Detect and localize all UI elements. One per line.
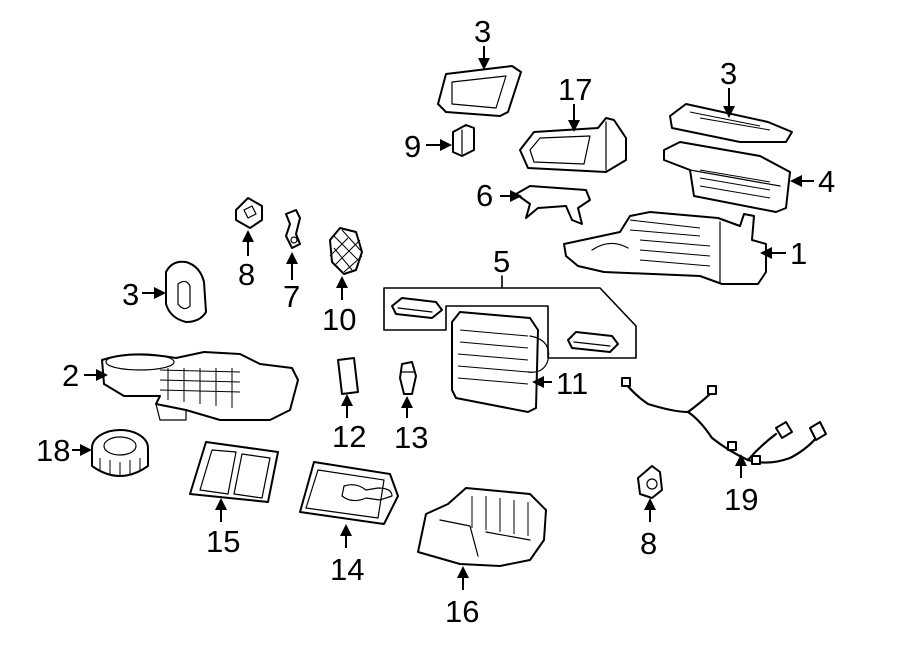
- svg-text:13: 13: [394, 420, 428, 455]
- part-18-blower-motor[interactable]: [91, 429, 149, 477]
- callout-10: 10: [322, 276, 356, 337]
- part-8-actuator-top[interactable]: [235, 197, 263, 229]
- svg-text:18: 18: [36, 433, 70, 468]
- svg-text:4: 4: [818, 164, 835, 199]
- callout-12: 12: [332, 394, 366, 454]
- part-10-screen[interactable]: [329, 227, 363, 275]
- callout-11: 11: [532, 366, 588, 401]
- svg-text:3: 3: [122, 277, 139, 312]
- svg-text:9: 9: [404, 129, 421, 164]
- part-3-cover-right[interactable]: [669, 103, 793, 143]
- part-5-bracket-box: [383, 287, 637, 359]
- svg-text:14: 14: [330, 552, 364, 587]
- callout-3-left: 3: [122, 277, 166, 312]
- svg-text:7: 7: [283, 279, 300, 314]
- callout-9: 9: [404, 129, 452, 164]
- svg-text:1: 1: [790, 236, 807, 271]
- part-5-seal-right[interactable]: [567, 331, 619, 353]
- part-6-bracket[interactable]: [515, 185, 591, 225]
- part-16-lower-case[interactable]: [417, 487, 547, 567]
- svg-text:15: 15: [206, 524, 240, 559]
- callout-8-top: 8: [238, 230, 255, 292]
- callout-18: 18: [36, 433, 92, 468]
- callout-1: 1: [760, 236, 807, 271]
- part-3-seal-left[interactable]: [165, 260, 207, 323]
- part-7-lever[interactable]: [285, 209, 301, 249]
- callout-4: 4: [790, 164, 835, 199]
- part-1-console-duct[interactable]: [563, 211, 767, 285]
- callout-19: 19: [724, 454, 758, 517]
- callout-16: 16: [445, 566, 479, 629]
- callout-6: 6: [476, 178, 522, 213]
- part-12-sensor[interactable]: [337, 357, 359, 395]
- svg-text:8: 8: [640, 526, 657, 561]
- part-17-duct[interactable]: [519, 117, 627, 173]
- svg-text:6: 6: [476, 178, 493, 213]
- svg-text:16: 16: [445, 594, 479, 629]
- svg-text:19: 19: [724, 482, 758, 517]
- part-13-sensor[interactable]: [399, 361, 417, 395]
- svg-text:5: 5: [493, 244, 510, 279]
- callout-3-top: 3: [474, 14, 491, 70]
- callout-2: 2: [62, 358, 108, 393]
- svg-text:11: 11: [556, 366, 588, 401]
- part-5-seal-left[interactable]: [391, 297, 443, 319]
- callout-15: 15: [206, 498, 240, 559]
- svg-text:10: 10: [322, 302, 356, 337]
- svg-text:3: 3: [720, 56, 737, 91]
- part-9-clip[interactable]: [452, 124, 475, 157]
- part-8-actuator-bottom[interactable]: [637, 465, 663, 499]
- svg-text:2: 2: [62, 358, 79, 393]
- callout-8-bottom: 8: [640, 498, 657, 561]
- callout-3-right: 3: [720, 56, 737, 118]
- svg-text:17: 17: [558, 72, 592, 107]
- callout-14: 14: [330, 524, 364, 587]
- svg-text:12: 12: [332, 419, 366, 454]
- part-15-cabin-filter[interactable]: [189, 441, 279, 503]
- part-4-housing[interactable]: [663, 141, 791, 213]
- callout-7: 7: [283, 252, 300, 314]
- part-14-heater-core[interactable]: [299, 461, 399, 525]
- svg-text:3: 3: [474, 14, 491, 49]
- part-19-wire-harness[interactable]: [621, 377, 827, 465]
- part-11-evaporator[interactable]: [451, 311, 550, 413]
- part-3-duct-top[interactable]: [437, 65, 522, 117]
- part-2-hvac-housing[interactable]: [101, 351, 299, 421]
- callout-17: 17: [558, 72, 592, 132]
- callout-13: 13: [394, 396, 428, 455]
- callout-5: 5: [493, 244, 510, 289]
- svg-text:8: 8: [238, 257, 255, 292]
